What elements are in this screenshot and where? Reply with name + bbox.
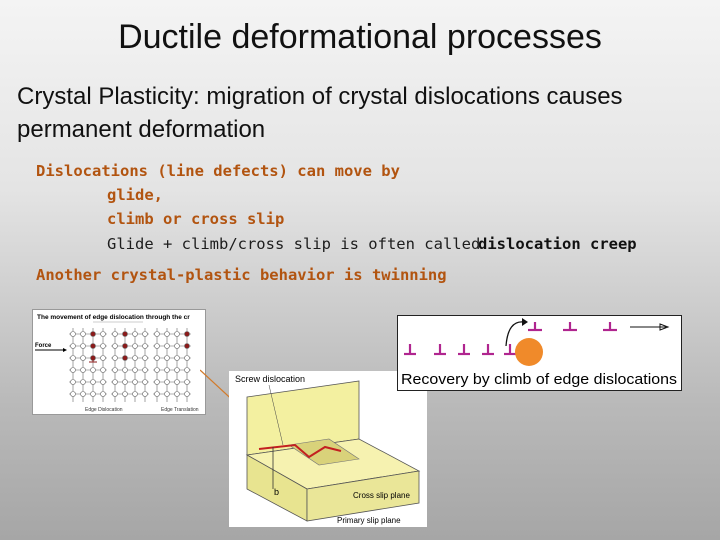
climb-caption: Recovery by climb of edge dislocations <box>401 372 677 388</box>
lattice-grid-left <box>69 328 107 402</box>
primary-slip-label: Primary slip plane <box>337 516 401 525</box>
sub-bullet-glide: glide, <box>107 186 163 204</box>
edge-figure-title: The movement of edge dislocation through… <box>37 314 190 321</box>
cross-slip-label: Cross slip plane <box>353 491 410 500</box>
lattice-grid-middle <box>111 328 149 402</box>
bullet-twinning: Another crystal-plastic behavior is twin… <box>36 266 447 284</box>
force-label: Force <box>35 343 52 349</box>
page-title: Ductile deformational processes <box>118 18 602 56</box>
climbing-atom <box>515 338 543 366</box>
sub-bullet-climb-cross: climb or cross slip <box>107 210 285 228</box>
screw-dislocation-figure: Screw dislocation b Cross slip plane Pri… <box>229 371 427 527</box>
edge-caption-right: Edge Translation <box>161 407 199 413</box>
upper-dislocation-symbols <box>528 322 617 332</box>
edge-dislocation-figure: The movement of edge dislocation through… <box>32 309 206 415</box>
edge-caption-left: Edge Dislocation <box>85 407 123 413</box>
lower-dislocation-symbols <box>404 344 516 356</box>
dislocation-creep-term: dislocation creep <box>478 235 637 253</box>
bullet-dislocations: Dislocations (line defects) can move by <box>36 162 400 180</box>
burgers-b-label: b <box>274 487 279 497</box>
subtitle: Crystal Plasticity: migration of crystal… <box>17 83 623 143</box>
sub-bullet-glide-climb: Glide + climb/cross slip is often called <box>107 235 481 253</box>
lattice-grid-right <box>153 328 191 402</box>
climb-recovery-figure: Recovery by climb of edge dislocations <box>397 315 682 391</box>
screw-label: Screw dislocation <box>235 374 305 384</box>
